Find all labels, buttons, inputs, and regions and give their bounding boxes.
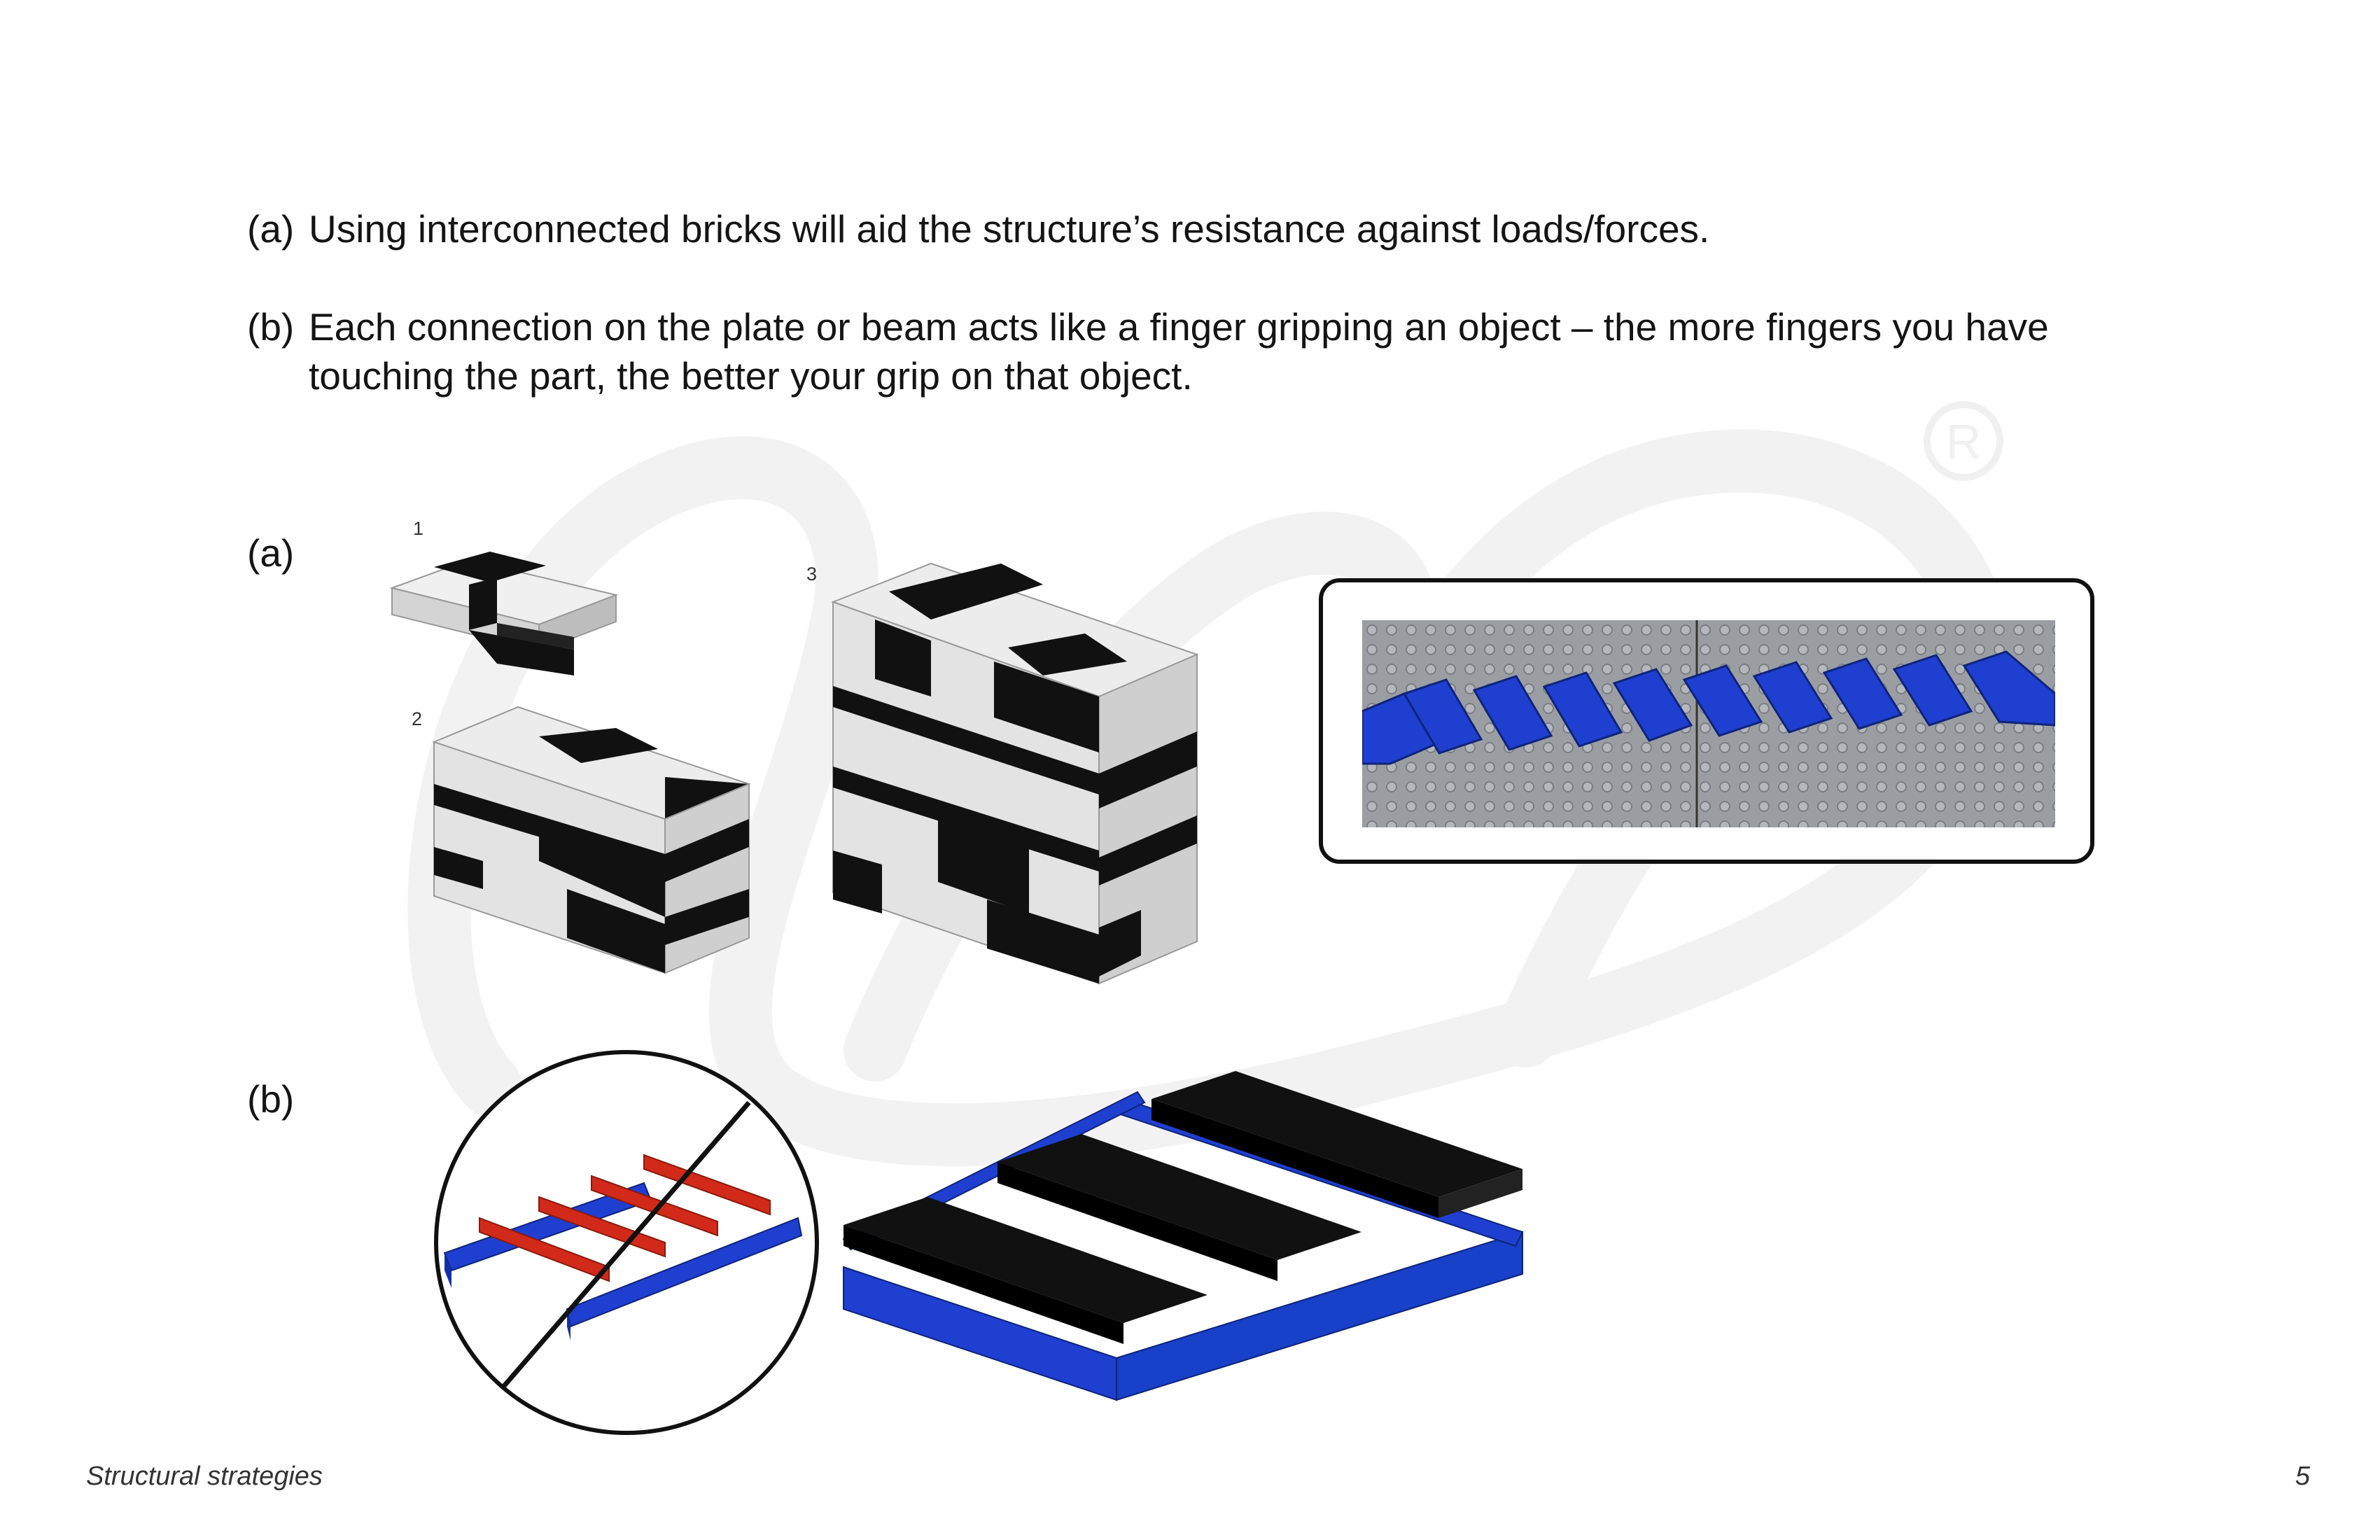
blue-bricks-photo-drawing [1362, 620, 2055, 827]
blue-bricks-photo [1362, 620, 2055, 827]
paragraph-text-line-1: Each connection on the plate or beam act… [309, 305, 2049, 349]
correct-beam-connection-illustration [842, 1071, 1524, 1401]
brick-step-3-illustration [831, 562, 1199, 985]
figure-a-label: (a) [247, 531, 295, 575]
paragraph-text: Using interconnected bricks will aid the… [309, 207, 1710, 251]
brick-step-2-illustration [432, 706, 751, 974]
step-number-1: 1 [413, 518, 424, 539]
incorrect-beam-connection-illustration [434, 1050, 819, 1435]
brick-step-1-illustration [389, 552, 619, 676]
step-number-2: 2 [412, 708, 423, 729]
photo-frame [1319, 578, 2094, 864]
paragraph-label: (a) [247, 207, 295, 251]
paragraph-text-line-2: touching the part, the better your grip … [309, 354, 1193, 398]
paragraph-label: (b) [247, 305, 295, 349]
page-number: 5 [2295, 1462, 2310, 1491]
figure-b-label: (b) [247, 1077, 295, 1121]
step-number-3: 3 [806, 564, 818, 584]
footer-title: Structural strategies [86, 1462, 323, 1491]
svg-text:R: R [1946, 414, 1982, 469]
